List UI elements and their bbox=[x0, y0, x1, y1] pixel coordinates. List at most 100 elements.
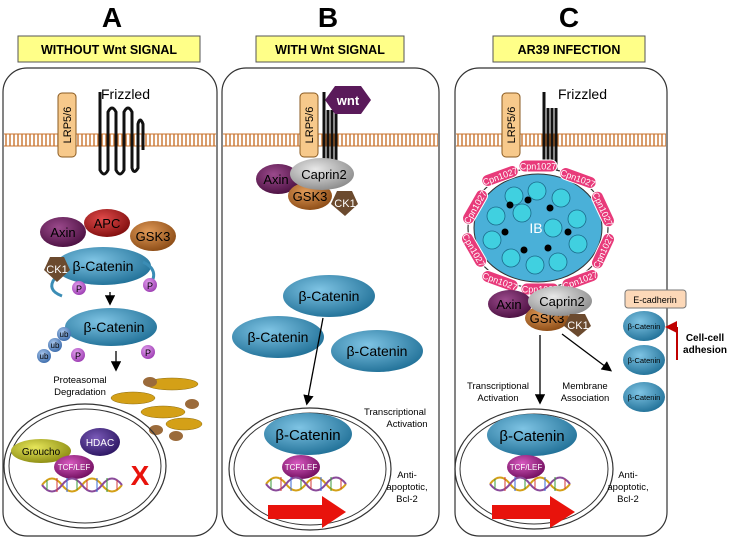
panel-a-membrane bbox=[4, 134, 216, 146]
panel-a-ck1 bbox=[44, 257, 70, 282]
labels-association-text: Association bbox=[561, 393, 610, 404]
labels-beta_catenin-text: β-Catenin bbox=[499, 428, 564, 445]
labels-ub-text: ub bbox=[40, 352, 49, 361]
panel-a-p3 bbox=[71, 348, 85, 362]
labels-lrp-text: LRP5/6 bbox=[506, 107, 518, 144]
labels-wnt-text: wnt bbox=[336, 93, 360, 108]
panel-a-gsk3 bbox=[130, 221, 176, 251]
panel-c-ib-dots bbox=[501, 196, 572, 254]
labels-membrane-text: Membrane bbox=[562, 381, 607, 392]
panel-a-groucho bbox=[11, 439, 71, 463]
panel-c-title: AR39 INFECTION bbox=[518, 43, 621, 57]
panel-a-p1 bbox=[72, 281, 86, 295]
labels-tcf-text: TCF/LEF bbox=[285, 463, 318, 472]
panel-c-lrp-receptor bbox=[501, 92, 521, 158]
labels-ecadherin-text: E-cadherin bbox=[633, 295, 677, 305]
panel-a-catenin-complex bbox=[55, 247, 151, 285]
panel-b-letter: B bbox=[318, 2, 338, 33]
panel-c-nucleus bbox=[454, 408, 614, 530]
labels-bcl2-text: Bcl-2 bbox=[617, 494, 639, 505]
panel-b-catenin-3 bbox=[331, 330, 423, 372]
panel-a-ub1 bbox=[57, 327, 71, 341]
panel-c-mem-catenin-3 bbox=[623, 382, 665, 412]
panel-a-frizzled bbox=[98, 92, 145, 176]
labels-axin-text: Axin bbox=[496, 297, 521, 312]
panel-a-ub2 bbox=[48, 338, 62, 352]
panel-b-title-box bbox=[255, 35, 405, 63]
labels-beta_catenin-text: β-Catenin bbox=[628, 322, 661, 331]
labels-caprin2-text: Caprin2 bbox=[301, 167, 347, 182]
panel-c-dna bbox=[489, 476, 571, 492]
labels-p-text: P bbox=[75, 351, 81, 361]
panel-a-p4 bbox=[141, 345, 155, 359]
panel-a-proteasomal: Proteasomal bbox=[53, 375, 106, 386]
panel-a-catenin-label: β-Catenin bbox=[73, 258, 134, 274]
panel-a-frizzled-label: Frizzled bbox=[101, 86, 150, 102]
panel-c-red-arrow bbox=[492, 496, 575, 528]
panel-c-tcf bbox=[507, 455, 545, 479]
labels-beta_catenin-text: β-Catenin bbox=[628, 356, 661, 365]
panel-c-caprin2 bbox=[528, 286, 592, 316]
panel-a-lrp-label: LRP5/6 bbox=[62, 107, 74, 144]
panel-a-catenin-ub bbox=[65, 308, 157, 346]
panel-a-nucleus bbox=[3, 403, 167, 529]
panel-c-mem-catenin-2 bbox=[623, 345, 665, 375]
panel-b-lrp-receptor bbox=[299, 92, 319, 158]
panel-b-apoptotic-text: apoptotic, bbox=[386, 482, 427, 493]
panel-a-hdac bbox=[80, 428, 120, 456]
labels-caprin2-text: Caprin2 bbox=[539, 294, 585, 309]
labels-frizzled-text: Frizzled bbox=[558, 86, 607, 102]
panel-c-ib-bodies bbox=[482, 181, 588, 275]
panel-c-apoptotic-text: apoptotic, bbox=[607, 482, 648, 493]
panel-a-lrp-receptor bbox=[57, 92, 77, 158]
panel-a-dna bbox=[41, 477, 123, 493]
panel-c-frizzled bbox=[542, 92, 558, 170]
panel-c-axin bbox=[488, 290, 532, 318]
panel-b-dna bbox=[265, 476, 347, 492]
panel-a-axin-label: Axin bbox=[50, 225, 75, 240]
labels-p-text: P bbox=[76, 284, 82, 294]
panel-b-red-arrow bbox=[268, 496, 346, 528]
labels-lrp-text: LRP5/6 bbox=[304, 107, 316, 144]
panel-c-mem-catenin-1 bbox=[623, 311, 665, 341]
panel-a-title: WITHOUT Wnt SIGNAL bbox=[41, 43, 177, 57]
labels-beta_catenin-text: β-Catenin bbox=[299, 288, 360, 304]
labels-ub-text: ub bbox=[60, 330, 69, 339]
panel-a-letter: A bbox=[102, 2, 122, 33]
panel-c-title-box bbox=[492, 35, 646, 63]
panel-c-letter: C bbox=[559, 2, 579, 33]
labels-hdac-text: HDAC bbox=[86, 438, 114, 449]
panel-b-frizzled bbox=[322, 92, 338, 170]
panel-c-ib-label: IB bbox=[529, 220, 542, 236]
panel-a-x-mark: X bbox=[131, 460, 150, 491]
labels-tcf-text: TCF/LEF bbox=[510, 463, 543, 472]
labels-ub-text: ub bbox=[51, 341, 60, 350]
labels-axin-text: Axin bbox=[263, 172, 288, 187]
labels-transcriptional-text: Transcriptional bbox=[467, 381, 529, 392]
panel-b-ck1 bbox=[331, 191, 358, 216]
panel-a-gsk3-label: GSK3 bbox=[136, 229, 171, 244]
labels-bcl2-text: Bcl-2 bbox=[396, 494, 418, 505]
panel-b-cell bbox=[221, 67, 440, 537]
labels-cpn-text: Cpn1027 bbox=[520, 162, 557, 172]
panel-c-membrane bbox=[456, 134, 666, 146]
labels-beta_catenin-text: β-Catenin bbox=[248, 329, 309, 345]
panel-b-wnt bbox=[325, 86, 371, 114]
labels-gsk3-text: GSK3 bbox=[293, 189, 328, 204]
labels-p-text: P bbox=[147, 281, 153, 291]
panel-a-cell bbox=[2, 67, 218, 537]
panel-a-degradation: Degradation bbox=[54, 387, 106, 398]
labels-activation-text: Activation bbox=[477, 393, 518, 404]
panel-b-caprin2 bbox=[290, 158, 354, 190]
panel-c-ck1 bbox=[564, 314, 591, 337]
labels-ck1-text: CK1 bbox=[334, 198, 355, 210]
panel-a-ub3 bbox=[37, 349, 51, 363]
labels-activation-text: Activation bbox=[386, 419, 427, 430]
panel-c-ecadherin bbox=[624, 289, 687, 309]
labels-beta_catenin-text: β-Catenin bbox=[347, 343, 408, 359]
panel-b-catenin-1 bbox=[283, 275, 375, 317]
panel-a-ck1-label: CK1 bbox=[46, 264, 67, 276]
labels-beta_catenin-text: β-Catenin bbox=[84, 319, 145, 335]
panel-b-title: WITH Wnt SIGNAL bbox=[275, 43, 385, 57]
